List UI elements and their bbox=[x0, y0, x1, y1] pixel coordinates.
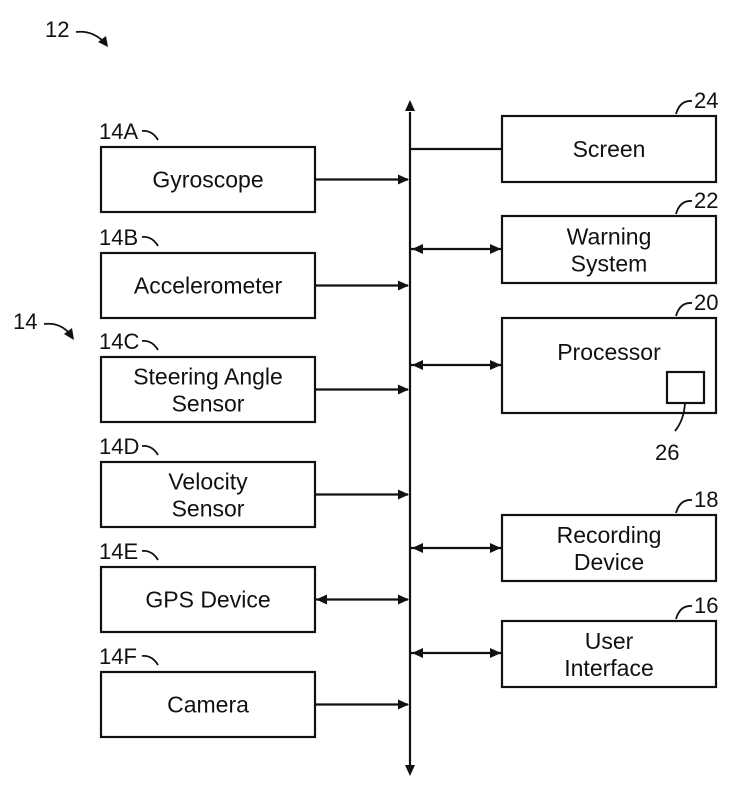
connector-arrow-to-bus bbox=[398, 489, 409, 500]
block-ref-leader bbox=[675, 605, 693, 620]
block-14f: Camera 14F bbox=[99, 644, 408, 739]
block-label-line: Interface bbox=[564, 655, 654, 681]
sub-component-ref: 26 bbox=[655, 440, 679, 465]
block-ref-label: 14E bbox=[99, 539, 138, 564]
block-24: Screen 24 bbox=[410, 88, 718, 184]
block-14e: GPS Device 14E bbox=[99, 539, 408, 634]
block-24-box bbox=[500, 114, 718, 184]
connector-arrow-to-bus bbox=[398, 699, 409, 710]
block-ref-leader bbox=[141, 130, 159, 141]
block-label-line: Device bbox=[574, 549, 644, 575]
connector-arrow-to-bus bbox=[398, 280, 409, 291]
connector-arrow-to-bus bbox=[398, 594, 409, 605]
block-ref-leader bbox=[141, 340, 159, 351]
bus-arrow-up bbox=[405, 100, 415, 111]
block-ref-leader bbox=[675, 302, 693, 317]
connector-arrow-to-bus bbox=[412, 360, 423, 370]
block-14f-box bbox=[99, 670, 317, 739]
block-ref-leader bbox=[675, 100, 693, 115]
block-label-line: Velocity bbox=[168, 469, 248, 495]
block-ref-label: 16 bbox=[694, 593, 718, 618]
figure-ref-arrow bbox=[75, 30, 105, 43]
figure-ref-label: 12 bbox=[45, 17, 69, 42]
block-label: Screen bbox=[573, 136, 646, 162]
block-ref-leader bbox=[141, 445, 159, 456]
block-label-line: Steering Angle bbox=[133, 364, 283, 390]
block-ref-label: 14B bbox=[99, 225, 138, 250]
block-ref-leader bbox=[141, 655, 159, 666]
block-label: GPS Device bbox=[145, 587, 270, 613]
block-label: Camera bbox=[167, 692, 249, 718]
sub-component-leader bbox=[674, 402, 686, 432]
figure-ref-arrowhead bbox=[98, 36, 108, 47]
block-label-line: Sensor bbox=[172, 391, 245, 417]
connector-arrow-to-block bbox=[490, 543, 501, 553]
block-ref-label: 14F bbox=[99, 644, 137, 669]
block-ref-leader bbox=[675, 200, 693, 215]
block-label-line: Warning bbox=[567, 224, 652, 250]
block-label: Accelerometer bbox=[134, 273, 283, 299]
block-14b-box bbox=[99, 251, 317, 320]
block-16-box bbox=[500, 619, 718, 689]
connector-arrow-to-bus bbox=[398, 174, 409, 185]
block-ref-leader bbox=[141, 236, 159, 247]
sub-component-box bbox=[665, 370, 706, 405]
connector-arrow-to-bus bbox=[412, 543, 423, 553]
connector-arrow-to-block bbox=[316, 594, 327, 605]
connector-arrow-to-bus bbox=[412, 244, 423, 254]
block-label: Processor bbox=[557, 339, 661, 365]
block-label-line: System bbox=[571, 251, 648, 277]
block-ref-label: 14C bbox=[99, 329, 139, 354]
block-ref-label: 18 bbox=[694, 487, 718, 512]
block-14a: Gyroscope 14A bbox=[99, 119, 408, 214]
connector-arrow-to-bus bbox=[398, 384, 409, 395]
sensor-group-ref-arrowhead bbox=[64, 328, 74, 340]
block-14d-box bbox=[99, 460, 317, 529]
block-ref-label: 22 bbox=[694, 188, 718, 213]
block-14b: Accelerometer 14B bbox=[99, 225, 408, 320]
block-ref-label: 24 bbox=[694, 88, 718, 113]
block-label-line: Recording bbox=[557, 522, 662, 548]
block-ref-leader bbox=[675, 499, 693, 514]
sensor-group-ref-label: 14 bbox=[13, 309, 37, 334]
block-ref-label: 20 bbox=[694, 290, 718, 315]
block-ref-leader bbox=[141, 550, 159, 561]
block-20: Processor 26 20 bbox=[410, 290, 718, 465]
block-14a-box bbox=[99, 145, 317, 214]
bus-arrow-down bbox=[405, 765, 415, 776]
connector-arrow-to-bus bbox=[412, 648, 423, 658]
block-ref-label: 14D bbox=[99, 434, 139, 459]
block-label: Gyroscope bbox=[152, 167, 263, 193]
connector-arrow-to-block bbox=[490, 360, 501, 370]
connector-arrow-to-block bbox=[490, 244, 501, 254]
block-label-line: Sensor bbox=[172, 496, 245, 522]
block-label-line: User bbox=[585, 628, 634, 654]
block-ref-label: 14A bbox=[99, 119, 138, 144]
connector-arrow-to-block bbox=[490, 648, 501, 658]
